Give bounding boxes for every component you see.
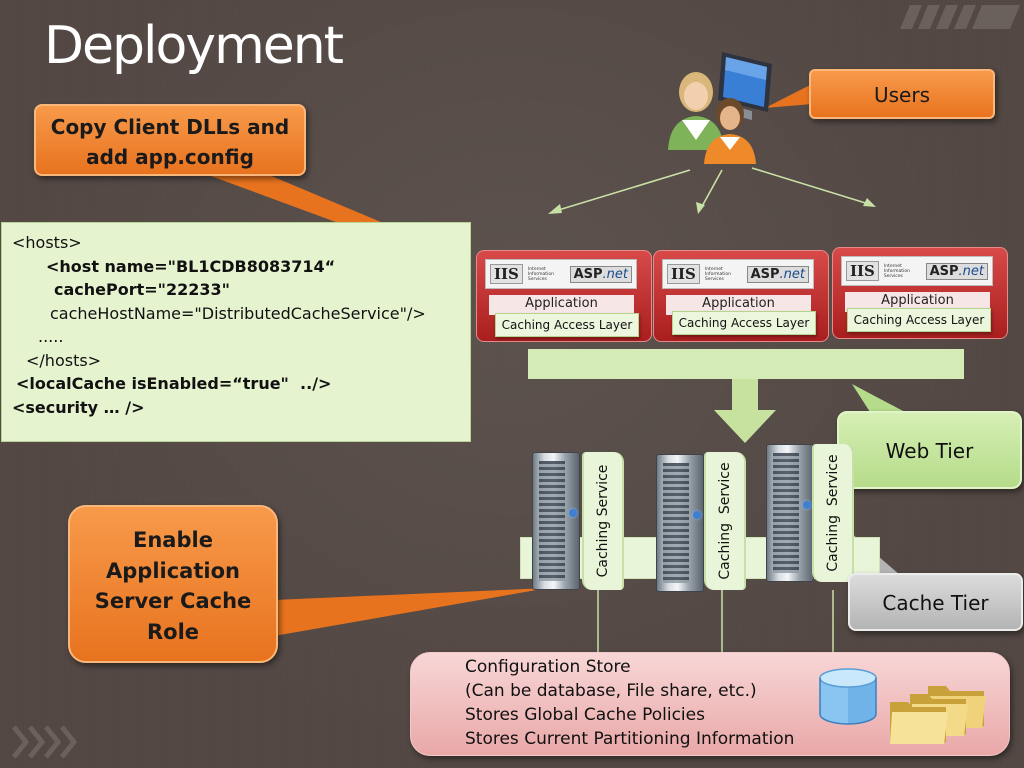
config-store-line-4: Stores Current Partitioning Information xyxy=(465,729,795,749)
server-icon xyxy=(766,444,814,582)
asp-prefix: ASP xyxy=(573,266,603,282)
iis-asp-logo: IIS Internet Information Services ASP.ne… xyxy=(485,259,637,289)
asp-logo: ASP.net xyxy=(569,265,632,283)
asp-logo: ASP.net xyxy=(746,265,809,283)
config-line-security: <security … /> xyxy=(12,397,145,417)
config-line-cache-port: cachePort="22233" xyxy=(54,280,231,299)
enable-callout-line-3: Server Cache xyxy=(94,589,252,613)
app-server-1: IIS Internet Information Services ASP.ne… xyxy=(476,250,652,342)
service-store-lines xyxy=(597,590,834,655)
web-tier-callout: Web Tier xyxy=(837,411,1022,489)
iis-subtitle: Internet Information Services xyxy=(527,266,554,282)
enable-cache-role-callout: Enable Application Server Cache Role xyxy=(68,505,278,663)
app-server-3: IIS Internet Information Services ASP.ne… xyxy=(832,247,1008,339)
config-store-line-1: Configuration Store xyxy=(465,657,631,677)
enable-callout-tail xyxy=(274,588,548,636)
config-line-ellipsis: ..... xyxy=(38,327,64,346)
config-store-line-2: (Can be database, File share, etc.) xyxy=(465,681,757,701)
config-line-hosts-close: </hosts> xyxy=(26,350,102,370)
iis-asp-logo: IIS Internet Information Services ASP.ne… xyxy=(841,256,993,286)
folders-icon xyxy=(890,686,986,744)
page-title: Deployment xyxy=(44,16,344,76)
iis-logo-text: IIS xyxy=(490,264,523,284)
user-arrowheads xyxy=(548,198,876,214)
app-config-snippet: <hosts> <host name="BL1CDB8083714“ cache… xyxy=(1,222,471,442)
asp-prefix: ASP xyxy=(929,263,959,279)
configuration-store-text: Configuration Store (Can be database, Fi… xyxy=(465,655,794,751)
asp-suffix: .net xyxy=(958,263,984,279)
cache-tier-callout: Cache Tier xyxy=(848,573,1023,631)
iis-subtitle: Internet Information Services xyxy=(704,266,731,282)
copy-callout-tail xyxy=(200,172,395,228)
users-icon xyxy=(668,52,772,164)
down-arrow xyxy=(714,379,776,443)
app-server-2: IIS Internet Information Services ASP.ne… xyxy=(653,250,829,342)
server-icon xyxy=(656,454,704,592)
iis-asp-logo: IIS Internet Information Services ASP.ne… xyxy=(662,259,814,289)
app-tier-bar xyxy=(528,349,964,379)
caching-access-layer-label: Caching Access Layer xyxy=(672,311,816,335)
config-line-cache-host-name: cacheHostName="DistributedCacheService"/… xyxy=(50,303,426,323)
caching-access-layer-label: Caching Access Layer xyxy=(847,308,991,332)
web-tier-callout-tail xyxy=(852,384,905,412)
server-icon xyxy=(532,452,580,590)
application-label: Application xyxy=(666,295,811,315)
enable-callout-line-4: Role xyxy=(146,619,200,644)
asp-suffix: .net xyxy=(779,266,805,282)
iis-subtitle: Internet Information Services xyxy=(883,263,910,279)
monitor-icon xyxy=(718,52,772,120)
copy-callout-line-2: add app.config xyxy=(86,145,254,169)
config-store-line-3: Stores Global Cache Policies xyxy=(465,705,705,725)
config-line-local-cache: <localCache isEnabled=“true" ../> xyxy=(16,374,332,393)
enable-callout-line-1: Enable xyxy=(133,528,213,552)
caching-access-layer-label: Caching Access Layer xyxy=(495,313,639,337)
caching-service-label-2: Caching Service xyxy=(704,452,746,590)
enable-callout-line-2: Application xyxy=(106,558,240,583)
iis-logo-text: IIS xyxy=(667,264,700,284)
decorative-chevrons xyxy=(12,725,78,759)
asp-prefix: ASP xyxy=(750,266,780,282)
database-icon xyxy=(819,668,877,725)
asp-logo: ASP.net xyxy=(925,262,988,280)
asp-suffix: .net xyxy=(602,266,628,282)
iis-logo-text: IIS xyxy=(846,261,879,281)
copy-dlls-callout: Copy Client DLLs and add app.config xyxy=(34,104,306,176)
config-line-hosts-open: <hosts> xyxy=(12,233,82,252)
application-label: Application xyxy=(845,292,990,312)
application-label: Application xyxy=(489,295,634,315)
users-callout-tail xyxy=(765,84,812,108)
caching-service-label-3: Caching Service xyxy=(812,444,854,582)
user-arrows xyxy=(551,167,873,213)
copy-callout-line-1: Copy Client DLLs and xyxy=(50,115,290,139)
caching-service-label-1: Caching Service xyxy=(582,452,624,590)
decorative-stripes xyxy=(900,5,1020,29)
config-line-host-name: <host name="BL1CDB8083714“ xyxy=(46,256,336,276)
users-callout: Users xyxy=(809,69,995,119)
